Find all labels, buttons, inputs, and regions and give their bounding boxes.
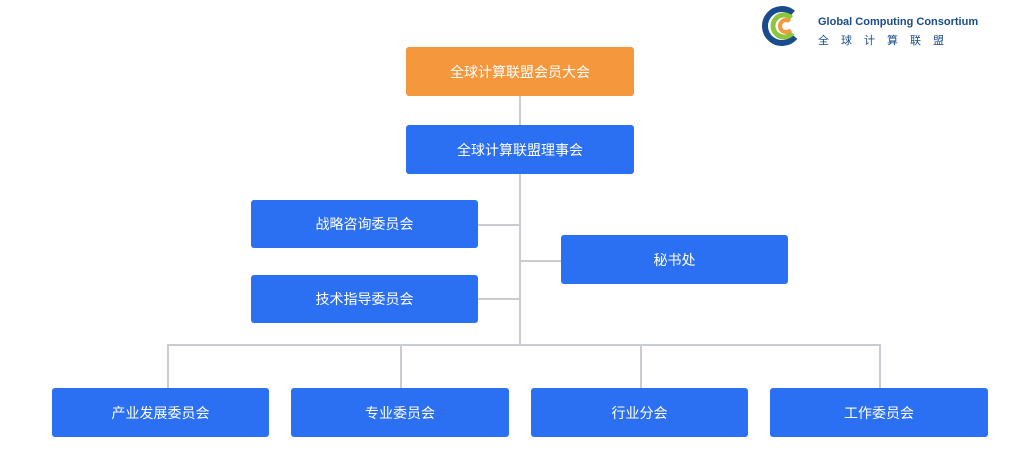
connector-bottom-bar <box>167 344 880 346</box>
connector-drop-4 <box>879 344 881 389</box>
working-committee-box: 工作委员会 <box>770 388 988 437</box>
industry-branch-box: 行业分会 <box>531 388 748 437</box>
connector-drop-1 <box>167 344 169 389</box>
connector-secretariat <box>520 260 562 262</box>
logo-chinese-name: 全球计算联盟 <box>818 34 956 47</box>
industry-development-committee-box: 产业发展委员会 <box>52 388 269 437</box>
general-assembly-box: 全球计算联盟会员大会 <box>406 47 634 96</box>
consortium-logo-icon <box>762 6 802 46</box>
connector-drop-3 <box>640 344 642 389</box>
council-box: 全球计算联盟理事会 <box>406 125 634 174</box>
professional-committee-box: 专业委员会 <box>291 388 509 437</box>
connector-main-trunk <box>519 95 521 345</box>
connector-drop-2 <box>400 344 402 389</box>
consortium-logo: Global Computing Consortium 全球计算联盟 <box>760 6 980 47</box>
connector-strategy <box>477 224 520 226</box>
secretariat-box: 秘书处 <box>561 235 788 284</box>
strategy-committee-box: 战略咨询委员会 <box>251 200 478 248</box>
technical-committee-box: 技术指导委员会 <box>251 275 478 323</box>
logo-english-name: Global Computing Consortium <box>818 16 979 28</box>
connector-technical <box>477 298 520 300</box>
